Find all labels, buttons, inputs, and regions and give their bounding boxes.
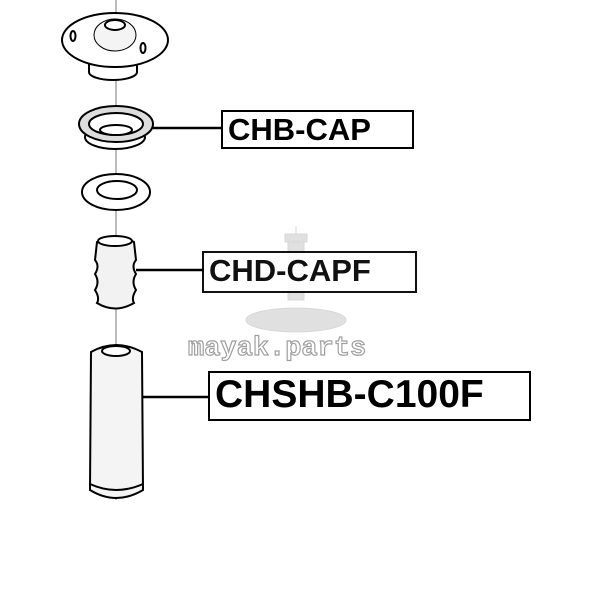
top-mount: [61, 12, 169, 81]
washer: [81, 173, 151, 211]
bump-stop: [93, 235, 138, 310]
dust-boot: [88, 344, 145, 499]
part-label-chd-capf: CHD-CAPF: [202, 251, 417, 293]
part-label-chb-cap: CHB-CAP: [221, 110, 414, 149]
watermark-text: mayak.parts: [187, 333, 367, 364]
strut-bearing: [78, 105, 154, 150]
part-label-chshb-c100f: CHSHB-C100F: [208, 371, 531, 421]
